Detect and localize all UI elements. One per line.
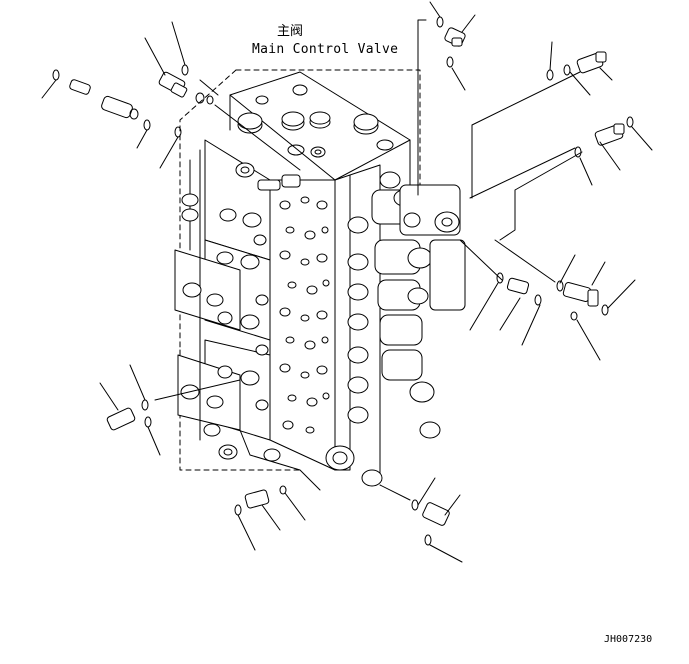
front-face-ports [280,197,329,433]
o-rings [53,17,633,545]
fitting-top-elbow [444,27,466,47]
fitting-lower-left [106,407,135,431]
title-chinese: 主阀 [277,24,304,39]
fitting-top-left-straight [69,79,138,119]
fitting-bottom-center [245,489,270,508]
fitting-top-left-elbow [158,71,204,103]
right-spool-caps [326,172,465,486]
drawing-number: JH007230 [604,634,653,645]
fitting-center-right [507,278,529,295]
fitting-bottom-right-elbow [422,502,451,527]
fitting-right-tee [563,282,598,306]
fitting-right-straight [594,124,624,146]
top-face-plugs [238,85,393,157]
fitting-top-right-straight [576,52,606,74]
leader-lines [42,2,652,562]
title-english: Main Control Valve [252,42,399,57]
